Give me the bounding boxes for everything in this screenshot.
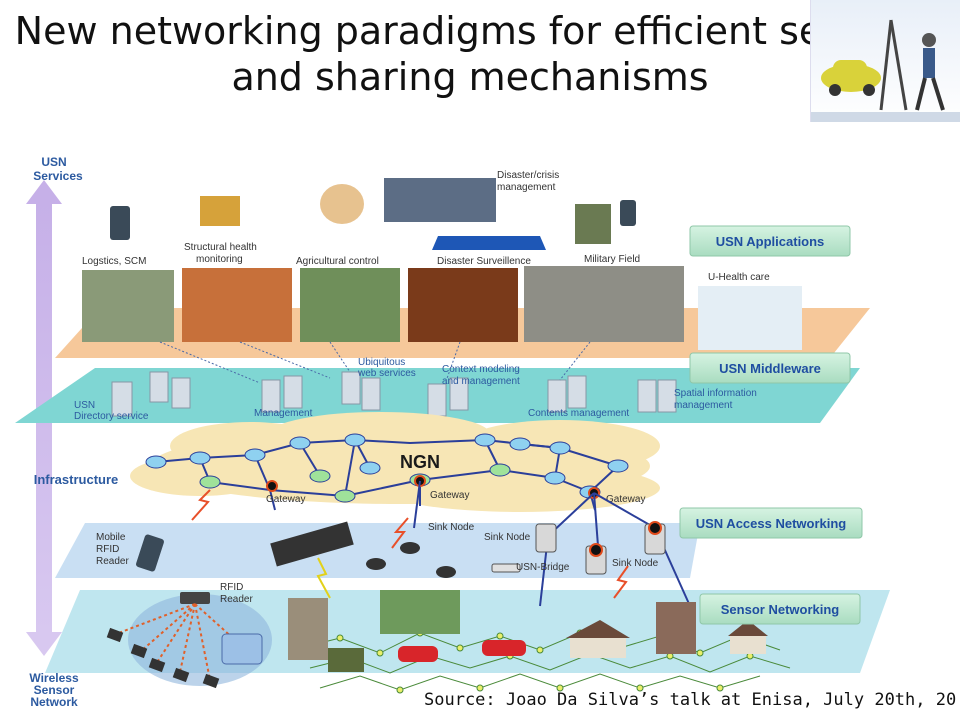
usn-bridge-icon — [491, 563, 521, 573]
ngn-nodes — [145, 433, 629, 503]
car-icon-2 — [482, 640, 526, 656]
app-label-surveillance: Disaster Surveillence — [437, 256, 531, 267]
mobile-reader-label-3: Reader — [96, 556, 129, 567]
app-label-logistics: Logstics, SCM — [82, 256, 146, 267]
layer-label-access: USN Access Networking — [696, 516, 847, 531]
factory-icon — [656, 602, 696, 654]
house-icon — [570, 638, 626, 658]
rfid-reader-icon — [180, 592, 210, 604]
layer-label-boxes — [679, 225, 863, 625]
axis-middle-label: Infrastructure — [34, 472, 119, 487]
house-roof-icon — [566, 620, 630, 638]
gateway-label-1: Gateway — [266, 494, 305, 505]
rfid-reader-label-1: RFID — [220, 582, 243, 593]
axis-bottom-label-1: Wireless — [29, 671, 79, 685]
title-line-1: New networking paradigms for efficient s… — [14, 9, 906, 53]
mw-label-contents: Contents management — [528, 408, 629, 419]
layer-label-middleware: USN Middleware — [719, 361, 821, 376]
farm-icon — [380, 590, 460, 634]
worker-icon — [200, 196, 240, 226]
mobile-reader-label-1: Mobile — [96, 532, 126, 543]
app-label-disaster-1: Disaster/crisis — [497, 170, 559, 181]
phone-icon — [110, 206, 130, 240]
satellite-icon — [270, 521, 354, 567]
police-car-icon — [432, 236, 546, 250]
middleware-servers — [111, 371, 677, 417]
app-label-structural-1: Structural health — [184, 242, 257, 253]
app-label-disaster-2: management — [497, 182, 556, 193]
lightning-bolts — [191, 489, 629, 599]
mw-label-usn: USN — [74, 400, 95, 411]
car-icon — [398, 646, 438, 662]
app-label-structural-2: monitoring — [196, 254, 243, 265]
usn-bridge-label: USN-Bridge — [516, 562, 570, 573]
military-photo — [524, 266, 684, 342]
sink-node-icon — [400, 542, 420, 554]
source-caption: Source: Joao Da Silva’s talk at Enisa, J… — [424, 690, 957, 710]
tank-icon — [328, 648, 364, 672]
mw-label-management: Management — [254, 408, 313, 419]
building-icon — [288, 598, 328, 660]
layer-label-applications: USN Applications — [716, 234, 825, 249]
app-label-health: U-Health care — [708, 272, 770, 283]
rfid-reader-label-2: Reader — [220, 594, 253, 605]
control-room-photo — [384, 178, 496, 222]
sink-node-label-3: Sink Node — [612, 558, 659, 569]
axis-top-label-1: USN — [41, 155, 66, 169]
application-images — [82, 178, 802, 350]
ngn-label: NGN — [400, 452, 440, 472]
mw-label-spatial-2: management — [674, 400, 733, 411]
corner-illustration — [810, 0, 960, 122]
mw-label-directory: Directory service — [74, 411, 149, 422]
mw-label-context-1: Context modeling — [442, 364, 520, 375]
farmer-icon — [320, 184, 364, 224]
rfid-field — [106, 592, 272, 689]
layer-label-sensor: Sensor Networking — [721, 602, 840, 617]
fire-photo — [408, 268, 518, 342]
mw-label-context-2: and management — [442, 376, 520, 387]
access-devices — [136, 521, 666, 578]
title-line-2: and sharing mechanisms — [231, 55, 709, 99]
sink-node-label-2: Sink Node — [484, 532, 531, 543]
mobile-reader-icon — [136, 534, 164, 572]
agriculture-photo — [300, 268, 400, 342]
app-label-military: Military Field — [584, 254, 640, 265]
mobile-reader-label-2: RFID — [96, 544, 119, 555]
logistics-photo — [82, 270, 174, 342]
axis-bottom-label-3: Network — [30, 695, 78, 709]
bridge-device-icon — [535, 523, 557, 553]
mw-label-web-services: web services — [357, 368, 416, 379]
rfid-tag-card — [221, 633, 263, 665]
soldier-icon — [575, 204, 611, 244]
axis-top-label-2: Services — [33, 169, 83, 183]
gateway-label-2: Gateway — [430, 490, 469, 501]
pda-icon — [620, 200, 636, 226]
gateway-label-3: Gateway — [606, 494, 645, 505]
slide-title: New networking paradigms for efficient s… — [0, 8, 960, 100]
axis-bottom-label-2: Sensor — [34, 683, 75, 697]
sensor-scene-objects — [288, 590, 768, 672]
usn-architecture-diagram: USN Services Infrastructure Wireless Sen… — [0, 128, 960, 713]
app-middleware-links — [159, 341, 591, 385]
mw-label-spatial-1: Spatial information — [674, 388, 757, 399]
app-label-agricultural: Agricultural control — [296, 256, 379, 267]
health-photo — [698, 286, 802, 350]
ngn-cloud — [130, 412, 660, 512]
sink-node-label-1: Sink Node — [428, 522, 475, 533]
bridge-photo — [182, 268, 292, 342]
mw-label-ubiquitous: Ubiquitous — [358, 357, 405, 368]
house-icon-2 — [730, 636, 766, 654]
